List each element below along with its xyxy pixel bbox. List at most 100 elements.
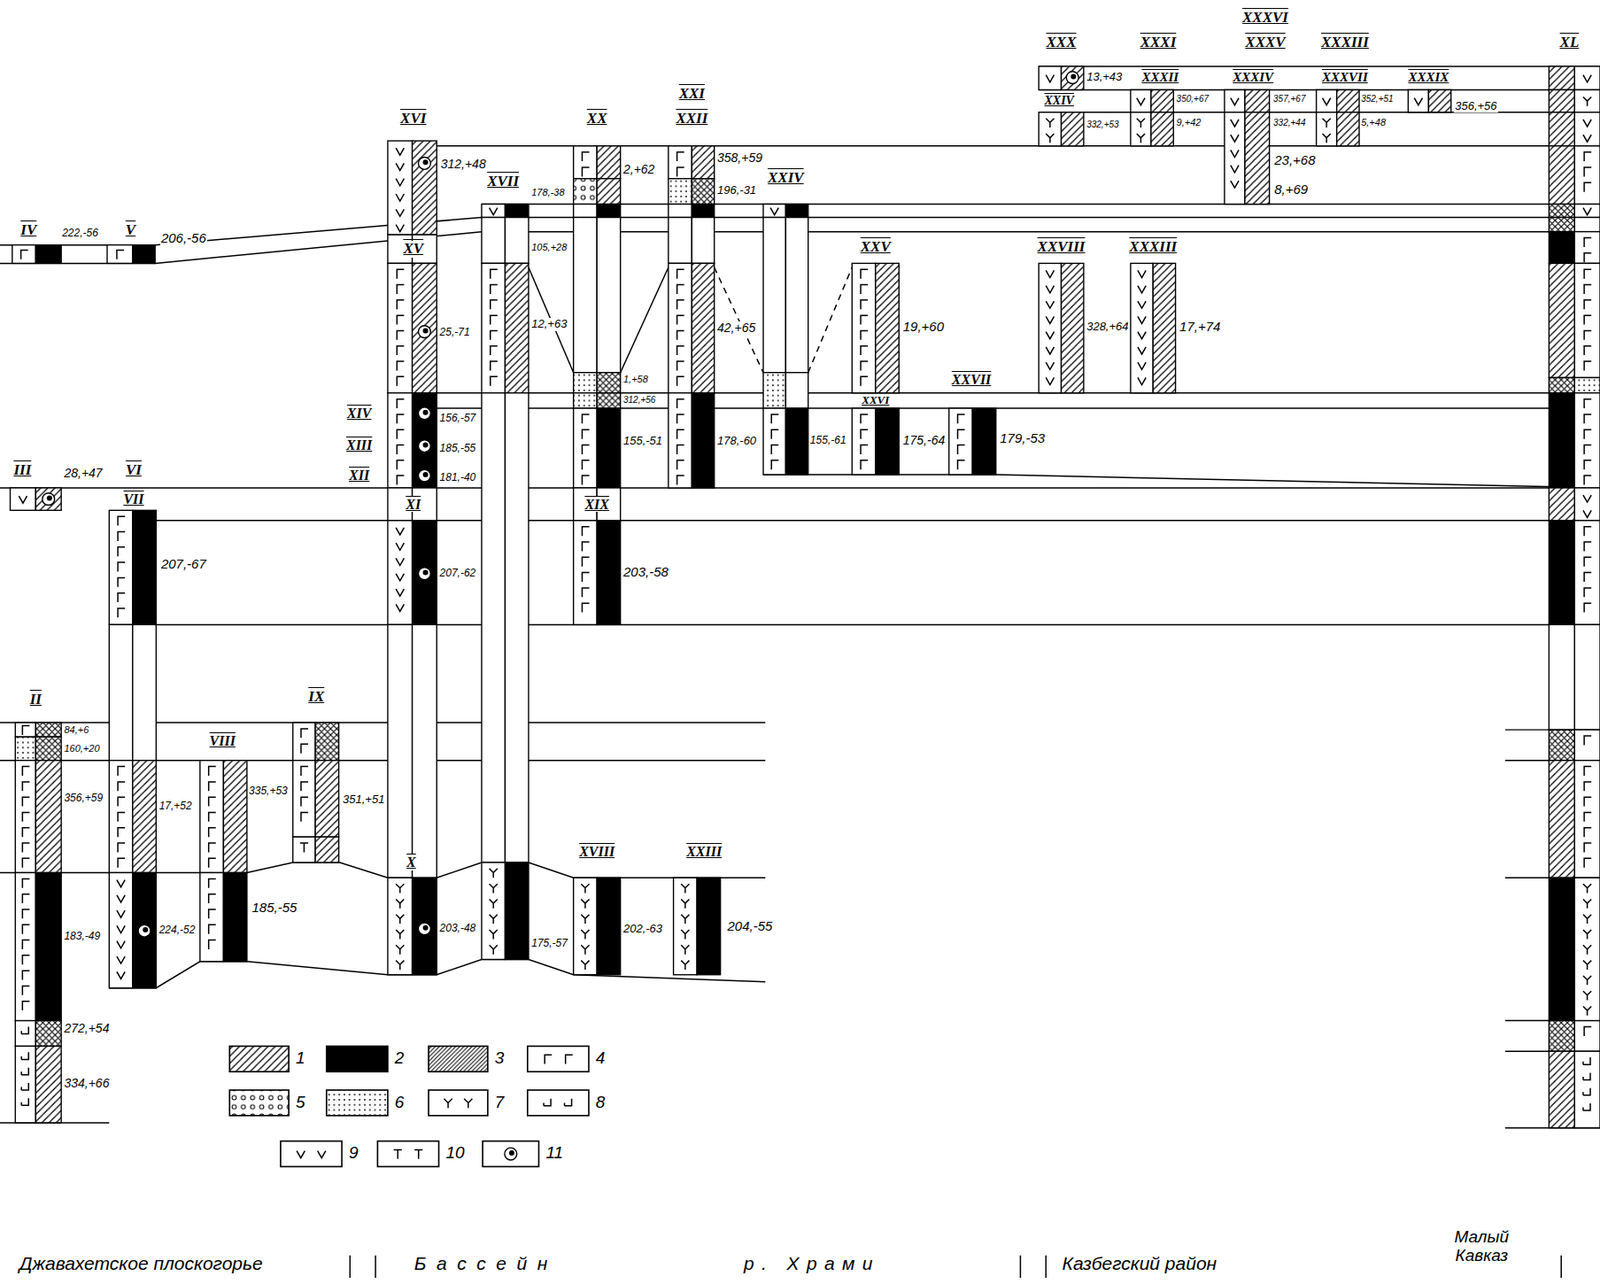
column-number: II bbox=[29, 691, 43, 709]
polarity-cell bbox=[412, 877, 438, 974]
paleomagnetic-direction: 175,-64 bbox=[902, 433, 946, 448]
column-number: XXXIII bbox=[1320, 34, 1370, 52]
lithology-symbol bbox=[1584, 182, 1592, 192]
lithology-cell bbox=[108, 510, 133, 625]
lithology-symbol bbox=[396, 429, 404, 439]
region-name: Бассейн bbox=[413, 1252, 559, 1274]
lithology-cell bbox=[1574, 89, 1600, 112]
column-number: XXXIII bbox=[1128, 239, 1178, 256]
lithology-symbol bbox=[860, 376, 868, 386]
lithology-symbol bbox=[116, 880, 125, 888]
lithology-symbol bbox=[301, 728, 309, 738]
lithology-symbol bbox=[396, 414, 404, 424]
column-number: VI bbox=[124, 462, 143, 480]
lithology-symbol bbox=[680, 914, 689, 924]
polarity-cell bbox=[785, 204, 808, 218]
lithology-symbol bbox=[677, 445, 685, 455]
lithology-symbol bbox=[1584, 587, 1592, 597]
lithology-symbol bbox=[463, 1098, 472, 1108]
paleomagnetic-direction: 356,+56 bbox=[1453, 100, 1498, 113]
lithology-symbol bbox=[489, 944, 498, 954]
paleomagnetic-direction: 207,-67 bbox=[160, 556, 208, 572]
section-column bbox=[200, 760, 248, 962]
lithology-symbol bbox=[208, 766, 217, 776]
lithology-symbol bbox=[1137, 285, 1146, 294]
lithology-cell bbox=[668, 146, 693, 179]
lithology-symbol bbox=[21, 1097, 29, 1106]
column-number: VIII bbox=[208, 733, 237, 750]
section-column bbox=[12, 245, 62, 264]
lithology-symbol bbox=[580, 898, 589, 908]
lithology-symbol bbox=[22, 955, 30, 965]
section-column bbox=[15, 722, 62, 1123]
lithology-symbol bbox=[1322, 118, 1331, 128]
paleomagnetic-direction: 179,-53 bbox=[998, 431, 1046, 447]
lithology-cell bbox=[107, 245, 133, 264]
region-tick bbox=[374, 1255, 376, 1278]
lithology-symbol bbox=[544, 1054, 552, 1064]
column-number: XII bbox=[347, 467, 371, 484]
polarity-cell bbox=[1548, 729, 1575, 761]
polarity-cell bbox=[1548, 217, 1575, 232]
section-column bbox=[763, 204, 809, 475]
lithology-cell bbox=[1130, 262, 1153, 393]
lithology-cell bbox=[108, 760, 133, 874]
sample-mark-dot bbox=[1070, 73, 1076, 79]
legend-entry bbox=[326, 1089, 388, 1116]
lithology-symbol bbox=[1584, 445, 1592, 455]
lithology-symbol bbox=[21, 1051, 29, 1059]
region-name: Казбегский район bbox=[1061, 1252, 1219, 1274]
lithology-symbol bbox=[1583, 510, 1592, 518]
lithology-symbol bbox=[117, 547, 125, 557]
paleomagnetic-direction: 155,-51 bbox=[622, 434, 664, 448]
lithology-cell bbox=[15, 1045, 36, 1122]
lithology-cell bbox=[851, 262, 876, 393]
polarity-cell bbox=[412, 393, 438, 488]
polarity-cell bbox=[1428, 89, 1451, 112]
lithology-cell bbox=[387, 140, 413, 235]
lithology-symbol bbox=[1583, 119, 1592, 127]
lithology-symbol bbox=[958, 445, 966, 455]
lithology-symbol bbox=[396, 330, 404, 340]
lithology-symbol bbox=[581, 556, 589, 566]
lithology-symbol bbox=[677, 376, 685, 386]
lithology-cell bbox=[851, 408, 876, 475]
lithology-cell bbox=[200, 760, 225, 874]
polarity-cell bbox=[132, 245, 155, 264]
lithology-symbol bbox=[771, 429, 779, 439]
paleomagnetic-direction: 1,+58 bbox=[622, 373, 650, 385]
legend-entry bbox=[280, 1141, 342, 1168]
lithology-symbol bbox=[1584, 526, 1592, 536]
lithology-cell bbox=[293, 760, 316, 837]
lithology-cell bbox=[1407, 89, 1429, 112]
lithology-symbol bbox=[1136, 98, 1145, 106]
lithology-symbol bbox=[581, 541, 589, 551]
lithology-symbol bbox=[395, 929, 404, 939]
lithology-symbol bbox=[677, 361, 685, 371]
lithology-symbol bbox=[208, 781, 217, 791]
lithology-symbol bbox=[22, 985, 30, 995]
lithology-cell bbox=[1038, 262, 1061, 393]
lithology-symbol bbox=[489, 883, 498, 893]
correlation-line bbox=[108, 519, 1600, 521]
polarity-cell bbox=[504, 393, 529, 863]
paleomagnetic-direction: 224,-52 bbox=[158, 924, 197, 936]
lithology-symbol bbox=[1583, 1072, 1591, 1080]
lithology-symbol bbox=[395, 208, 404, 217]
paleomagnetic-direction: 356,+59 bbox=[62, 792, 104, 804]
column-number: XXXVI bbox=[1241, 9, 1290, 27]
lithology-symbol bbox=[1584, 602, 1592, 612]
lithology-symbol bbox=[490, 300, 498, 310]
lithology-symbol bbox=[1584, 315, 1592, 325]
column-number: V bbox=[124, 222, 137, 240]
lithology-symbol bbox=[21, 249, 29, 259]
lithology-symbol bbox=[117, 608, 125, 618]
polarity-cell bbox=[35, 1045, 62, 1122]
sample-mark-dot bbox=[142, 927, 148, 933]
section-column bbox=[481, 204, 529, 960]
lithology-cell bbox=[763, 217, 786, 373]
polarity-cell bbox=[315, 722, 340, 761]
column-number: XXVI bbox=[860, 394, 890, 407]
lithology-symbol bbox=[771, 445, 779, 455]
